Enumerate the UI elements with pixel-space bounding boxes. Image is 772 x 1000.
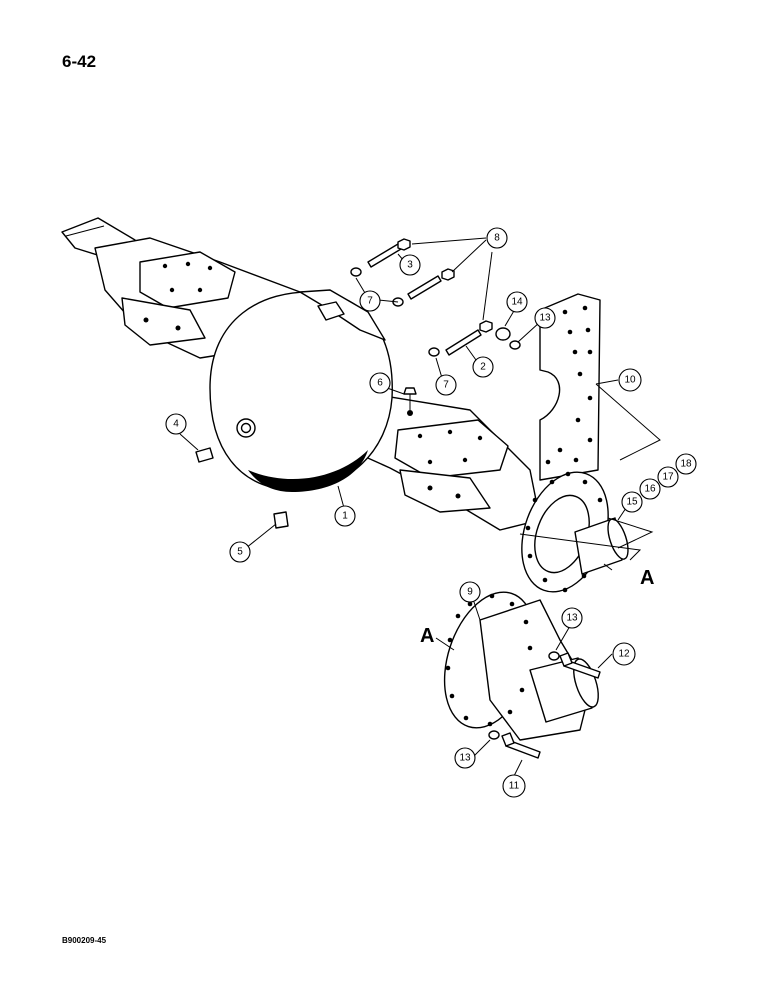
axle-housing — [61, 217, 541, 531]
callout-13: 13 — [534, 307, 556, 329]
callout-9: 9 — [459, 581, 481, 603]
svg-text:4: 4 — [173, 419, 179, 430]
svg-text:13: 13 — [566, 613, 578, 624]
page-number: 6-42 — [62, 52, 97, 71]
svg-text:8: 8 — [494, 233, 500, 244]
svg-text:9: 9 — [467, 587, 473, 598]
svg-text:6: 6 — [377, 378, 383, 389]
callout-16: 16 — [639, 478, 661, 500]
callout-6: 6 — [369, 372, 391, 394]
callout-11: 11 — [502, 774, 526, 798]
callout-18: 18 — [675, 453, 697, 475]
svg-text:13: 13 — [459, 753, 471, 764]
callout-14: 14 — [506, 291, 528, 313]
hub-spindle — [443, 591, 601, 759]
callout-10: 10 — [618, 368, 642, 392]
svg-text:3: 3 — [407, 260, 413, 271]
callout-7: 7 — [435, 374, 457, 396]
callout-1: 1 — [334, 505, 356, 527]
callout-12: 12 — [612, 642, 636, 666]
svg-text:A: A — [640, 567, 654, 589]
svg-text:7: 7 — [367, 296, 373, 307]
studs-and-nuts — [195, 238, 521, 529]
wheel-flange — [521, 471, 629, 593]
svg-text:10: 10 — [624, 375, 636, 386]
figure-code: B900209-45 — [62, 936, 107, 945]
svg-text:15: 15 — [626, 497, 638, 508]
svg-text:12: 12 — [618, 649, 630, 660]
callout-13: 13 — [561, 607, 583, 629]
svg-text:2: 2 — [480, 362, 486, 373]
callout-7: 7 — [359, 290, 381, 312]
svg-text:11: 11 — [509, 781, 520, 792]
svg-text:18: 18 — [680, 459, 692, 470]
svg-text:A: A — [420, 625, 434, 647]
callout-15: 15 — [621, 491, 643, 513]
callout-2: 2 — [472, 356, 494, 378]
section-label-a: A — [640, 567, 654, 589]
svg-text:7: 7 — [443, 380, 449, 391]
callout-8: 8 — [486, 227, 508, 249]
svg-text:14: 14 — [511, 297, 523, 308]
section-label-a: A — [420, 625, 434, 647]
svg-text:5: 5 — [237, 547, 243, 558]
callout-4: 4 — [165, 413, 187, 435]
callout-13: 13 — [454, 747, 476, 769]
mounting-plate — [539, 293, 601, 481]
callout-5: 5 — [229, 541, 251, 563]
svg-text:16: 16 — [644, 484, 656, 495]
svg-text:13: 13 — [539, 313, 551, 324]
svg-text:1: 1 — [342, 511, 348, 522]
callout-17: 17 — [657, 466, 679, 488]
svg-text:17: 17 — [662, 472, 674, 483]
callout-3: 3 — [399, 254, 421, 276]
